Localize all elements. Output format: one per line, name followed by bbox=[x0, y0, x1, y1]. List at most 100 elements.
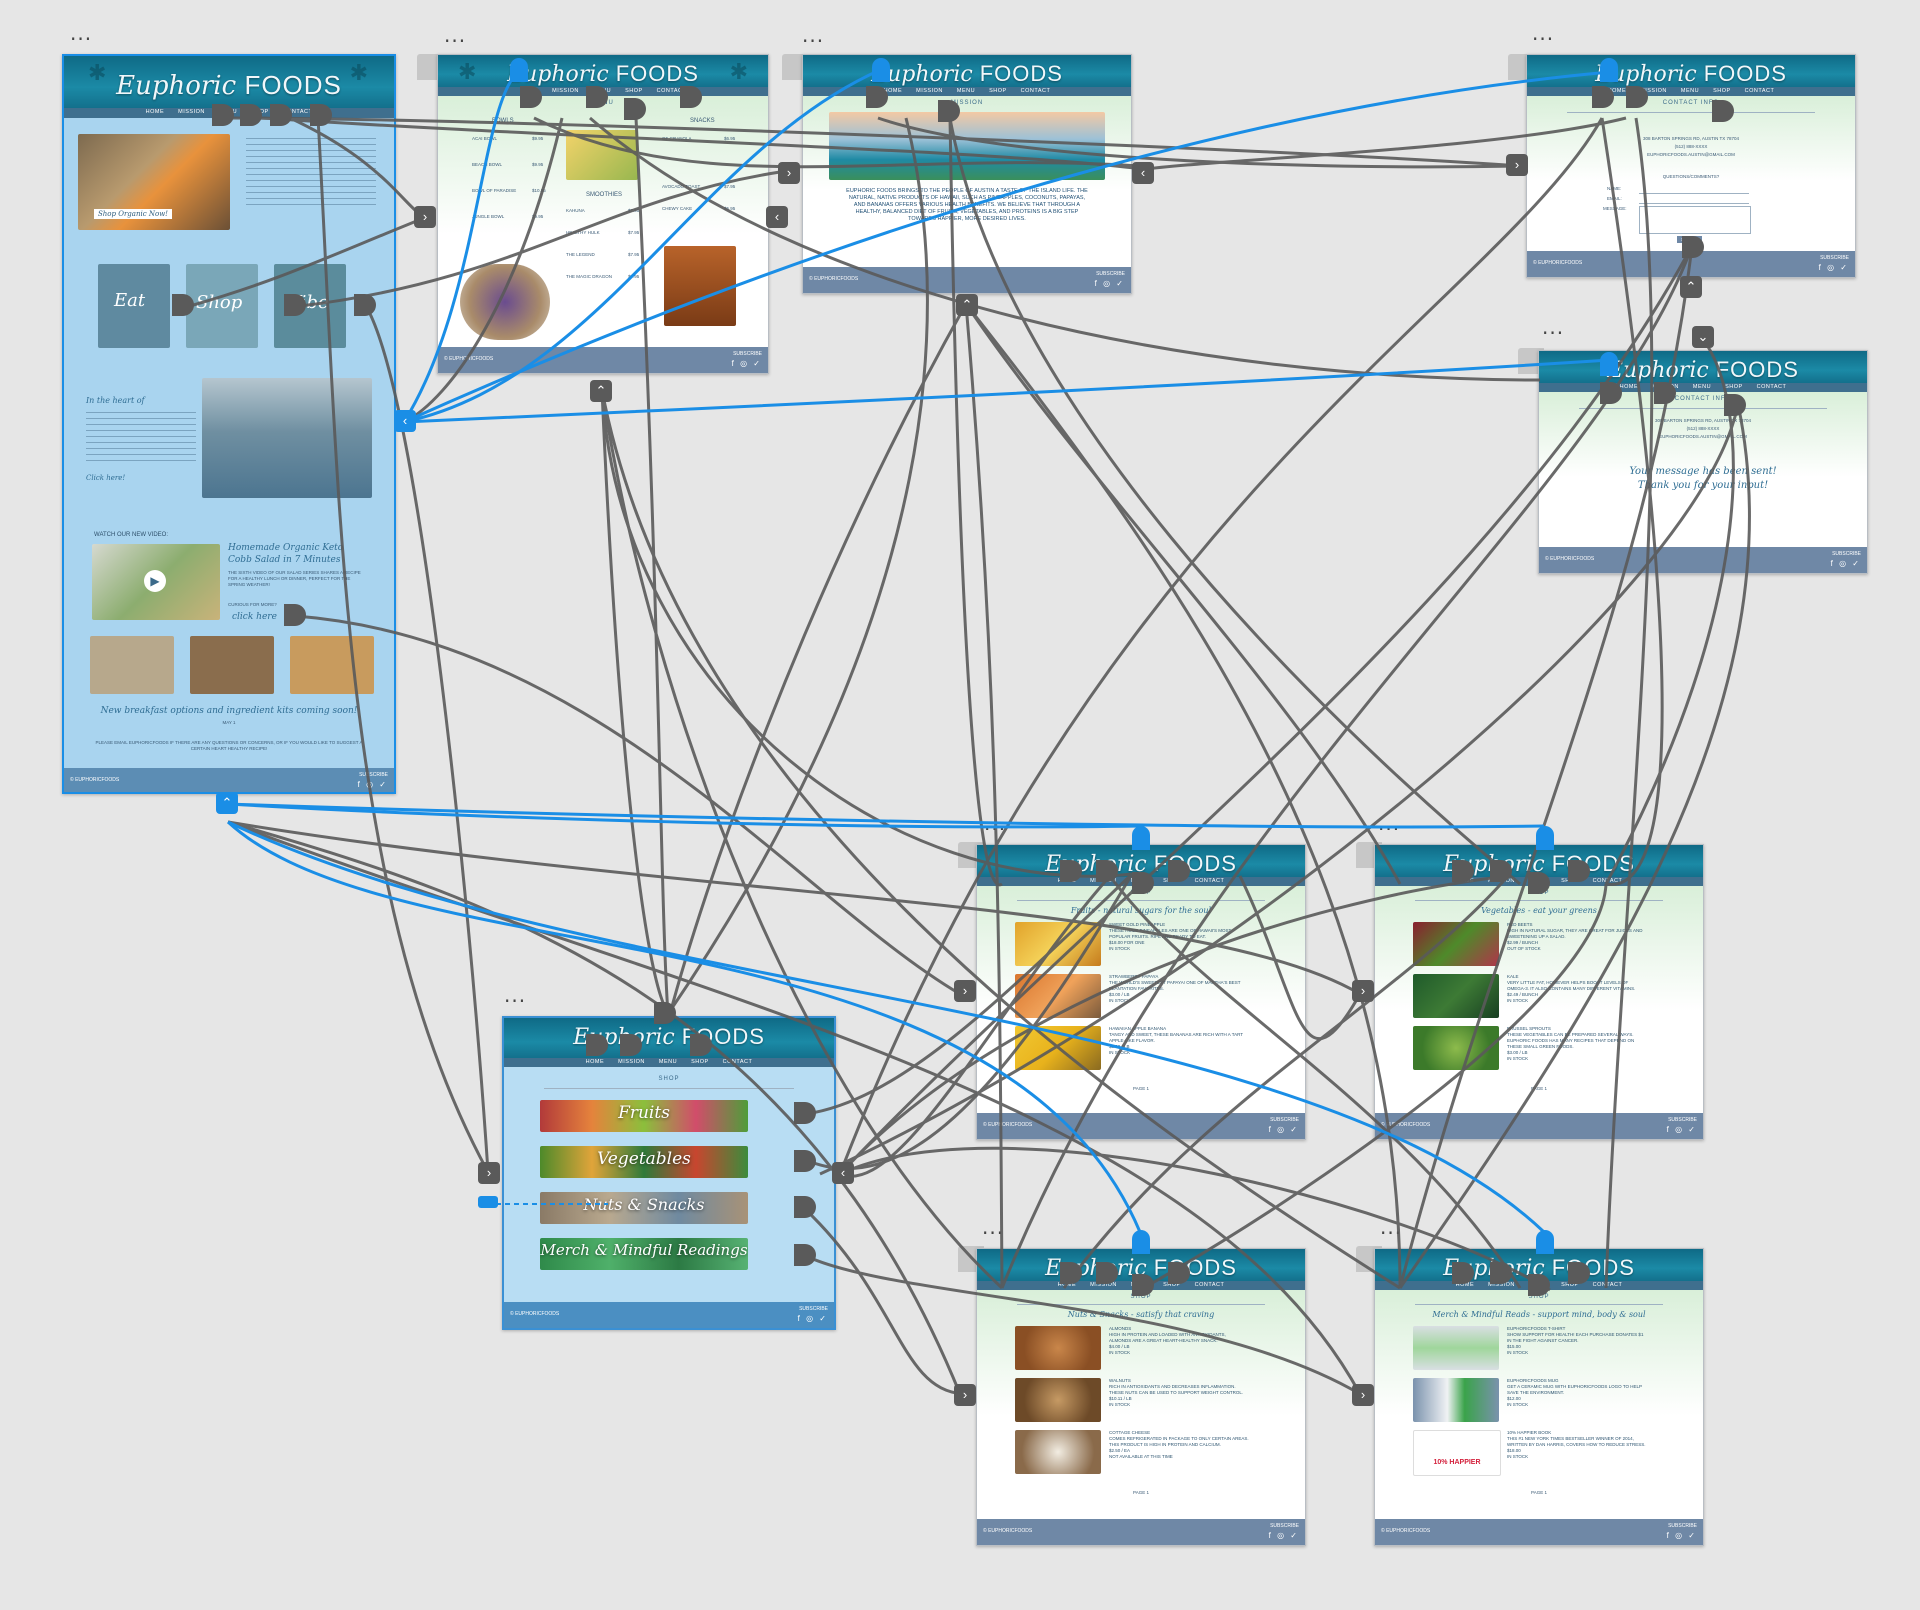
play-icon[interactable]: ▶ bbox=[144, 570, 166, 592]
vegetables-banner[interactable]: Vegetables bbox=[540, 1146, 748, 1178]
nav-mission[interactable]: MISSION bbox=[916, 88, 943, 94]
arrow-right-icon[interactable]: › bbox=[1352, 980, 1374, 1002]
shop-organic-label[interactable]: Shop Organic Now! bbox=[94, 209, 172, 219]
link-node[interactable] bbox=[620, 1034, 642, 1056]
link-node[interactable] bbox=[1654, 382, 1676, 404]
logo[interactable]: Euphoric FOODS bbox=[1607, 357, 1799, 383]
nav-contact[interactable]: CONTACT bbox=[1194, 1282, 1225, 1288]
link-node[interactable] bbox=[1452, 1262, 1474, 1284]
link-node[interactable] bbox=[310, 104, 332, 126]
subscribe-link[interactable]: SUBSCRIBE bbox=[359, 772, 388, 778]
link-node[interactable] bbox=[586, 1034, 608, 1056]
nav-menu[interactable]: MENU bbox=[658, 1059, 678, 1065]
link-node[interactable] bbox=[1168, 1262, 1190, 1284]
link-node[interactable] bbox=[866, 86, 888, 108]
contact-sent-more-dots[interactable]: ... bbox=[1542, 315, 1565, 339]
papaya-image[interactable] bbox=[1015, 974, 1101, 1018]
arrow-right-icon[interactable]: › bbox=[954, 980, 976, 1002]
walnuts-image[interactable] bbox=[1015, 1378, 1101, 1422]
nav-contact[interactable]: CONTACT bbox=[722, 1059, 753, 1065]
link-node[interactable] bbox=[1600, 382, 1622, 404]
link-node[interactable] bbox=[1452, 860, 1474, 882]
link-node[interactable] bbox=[654, 1002, 676, 1024]
pagination[interactable]: PAGE 1 bbox=[1133, 1086, 1149, 1091]
link-node[interactable] bbox=[680, 86, 702, 108]
link-node[interactable] bbox=[284, 604, 306, 626]
contact-more-dots[interactable]: ... bbox=[1532, 21, 1555, 45]
nav-mission[interactable]: MISSION bbox=[618, 1059, 645, 1065]
nav-contact[interactable]: CONTACT bbox=[1020, 88, 1051, 94]
link-node[interactable] bbox=[690, 1034, 712, 1056]
brussel-sprouts-image[interactable] bbox=[1413, 1026, 1499, 1070]
link-node[interactable] bbox=[1490, 860, 1512, 882]
logo[interactable]: Euphoric FOODS bbox=[1595, 61, 1787, 87]
blue-anchor[interactable] bbox=[1536, 826, 1554, 850]
link-node[interactable] bbox=[794, 1102, 816, 1124]
nav-shop[interactable]: SHOP bbox=[691, 1059, 709, 1065]
social-icons[interactable]: f ◎ ✓ bbox=[1830, 559, 1861, 568]
shop-more-dots[interactable]: ... bbox=[504, 983, 527, 1007]
nav-contact[interactable]: CONTACT bbox=[1194, 878, 1225, 884]
blue-anchor[interactable] bbox=[1600, 58, 1618, 82]
nav-contact[interactable]: CONTACT bbox=[1744, 88, 1775, 94]
nav-mission[interactable]: MISSION bbox=[1640, 88, 1667, 94]
artboard-home[interactable]: ✱ ✱ Euphoric FOODS HOME MISSION MENU SHO… bbox=[62, 54, 396, 794]
link-node[interactable] bbox=[1528, 1274, 1550, 1296]
blue-anchor[interactable] bbox=[478, 1196, 498, 1208]
link-node[interactable] bbox=[1528, 872, 1550, 894]
nav-mission[interactable]: MISSION bbox=[178, 109, 205, 115]
subscribe-link[interactable]: SUBSCRIBE bbox=[733, 351, 762, 357]
beets-image[interactable] bbox=[1413, 922, 1499, 966]
link-node[interactable] bbox=[624, 98, 646, 120]
link-node[interactable] bbox=[354, 294, 376, 316]
nav-menu[interactable]: MENU bbox=[1692, 384, 1712, 390]
nuts-snacks-banner[interactable]: Nuts & Snacks bbox=[540, 1192, 748, 1224]
social-icons[interactable]: f ◎ ✓ bbox=[1666, 1125, 1697, 1134]
social-icons[interactable]: f ◎ ✓ bbox=[1268, 1531, 1299, 1540]
artboard-mission[interactable]: Euphoric FOODS HOME MISSION MENU SHOP CO… bbox=[802, 54, 1132, 294]
arrow-up-icon[interactable]: ⌃ bbox=[590, 380, 612, 402]
arrow-down-icon[interactable]: ⌄ bbox=[1692, 326, 1714, 348]
nav-contact[interactable]: CONTACT bbox=[1592, 878, 1623, 884]
link-node[interactable] bbox=[1568, 1262, 1590, 1284]
fruits-banner[interactable]: Fruits bbox=[540, 1100, 748, 1132]
link-node[interactable] bbox=[1060, 1262, 1082, 1284]
subscribe-link[interactable]: SUBSCRIBE bbox=[799, 1306, 828, 1312]
link-node[interactable] bbox=[270, 104, 292, 126]
pagination[interactable]: PAGE 1 bbox=[1531, 1086, 1547, 1091]
social-icons[interactable]: f ◎ ✓ bbox=[1818, 263, 1849, 272]
pagination[interactable]: PAGE 1 bbox=[1133, 1490, 1149, 1495]
banana-image[interactable] bbox=[1015, 1026, 1101, 1070]
subscribe-link[interactable]: SUBSCRIBE bbox=[1270, 1117, 1299, 1123]
artboard-shop[interactable]: Euphoric FOODS HOME MISSION MENU SHOP CO… bbox=[502, 1016, 836, 1330]
nav-shop[interactable]: SHOP bbox=[625, 88, 643, 94]
nav-home[interactable]: HOME bbox=[145, 109, 165, 115]
arrow-left-icon[interactable]: ‹ bbox=[766, 206, 788, 228]
social-icons[interactable]: f ◎ ✓ bbox=[357, 780, 388, 789]
nav-contact[interactable]: CONTACT bbox=[282, 109, 313, 115]
link-node[interactable] bbox=[1592, 86, 1614, 108]
social-icons[interactable]: f ◎ ✓ bbox=[731, 359, 762, 368]
link-node[interactable] bbox=[1724, 394, 1746, 416]
mug-image[interactable] bbox=[1413, 1378, 1499, 1422]
nav-contact[interactable]: CONTACT bbox=[1756, 384, 1787, 390]
link-node[interactable] bbox=[1712, 100, 1734, 122]
link-node[interactable] bbox=[1682, 236, 1704, 258]
subscribe-link[interactable]: SUBSCRIBE bbox=[1668, 1117, 1697, 1123]
nav-home[interactable]: HOME bbox=[1607, 88, 1627, 94]
tshirt-image[interactable] bbox=[1413, 1326, 1499, 1370]
link-node[interactable] bbox=[1132, 1274, 1154, 1296]
nav-shop[interactable]: SHOP bbox=[989, 88, 1007, 94]
link-node[interactable] bbox=[520, 86, 542, 108]
link-node[interactable] bbox=[794, 1196, 816, 1218]
click-here-video-link[interactable]: click here bbox=[232, 612, 277, 622]
link-node[interactable] bbox=[1168, 860, 1190, 882]
logo[interactable]: Euphoric FOODS bbox=[573, 1024, 765, 1050]
link-node[interactable] bbox=[586, 86, 608, 108]
kale-image[interactable] bbox=[1413, 974, 1499, 1018]
blue-anchor[interactable] bbox=[1132, 826, 1150, 850]
menu-more-dots[interactable]: ... bbox=[444, 23, 467, 47]
book-image[interactable]: 10% HAPPIER bbox=[1413, 1430, 1501, 1476]
arrow-right-icon[interactable]: › bbox=[478, 1162, 500, 1184]
arrow-left-icon[interactable]: ‹ bbox=[832, 1162, 854, 1184]
